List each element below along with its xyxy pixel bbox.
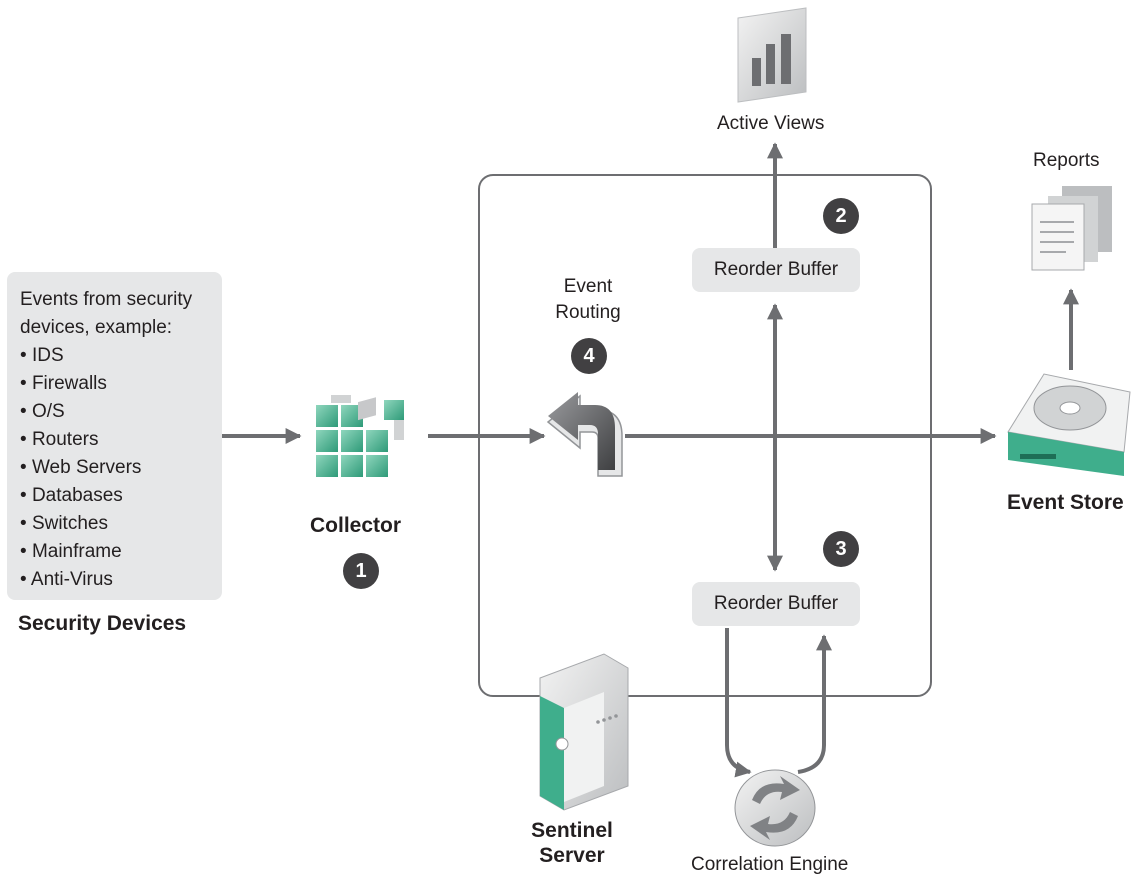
reorder-buffer-bottom: Reorder Buffer: [692, 582, 860, 626]
collector-title: Collector: [310, 514, 402, 537]
list-item: IDS: [20, 342, 222, 370]
list-item: Anti-Virus: [20, 566, 222, 594]
bar-chart-icon: [737, 7, 807, 103]
event-routing-arrow-icon: [546, 392, 623, 477]
report-documents-icon: [1031, 186, 1112, 271]
collector-cubes-icon: [316, 395, 404, 477]
reorder-buffer-top: Reorder Buffer: [692, 248, 860, 292]
arrow-buffer-to-correlation: [725, 628, 752, 778]
security-devices-title: Security Devices: [18, 612, 187, 635]
sentinel-server-title: Sentinel Server: [531, 819, 613, 867]
step-badge-1: 1: [343, 553, 379, 589]
reports-label: Reports: [1033, 150, 1100, 171]
active-views-label: Active Views: [717, 113, 825, 134]
list-item: Firewalls: [20, 370, 222, 398]
security-devices-list: IDS Firewalls O/S Routers Web Servers Da…: [20, 342, 222, 594]
security-devices-intro: Events from security devices, example:: [20, 289, 193, 338]
correlation-engine-label: Correlation Engine: [691, 854, 849, 875]
step-badge-3: 3: [823, 531, 859, 567]
correlation-cycle-icon: [734, 769, 816, 847]
list-item: Switches: [20, 510, 222, 538]
list-item: Routers: [20, 426, 222, 454]
event-routing-label: Event Routing: [555, 276, 621, 323]
event-store-title: Event Store: [1007, 491, 1124, 514]
list-item: Web Servers: [20, 454, 222, 482]
security-devices-box: Events from security devices, example: I…: [7, 272, 222, 600]
arrow-correlation-to-buffer: [797, 634, 832, 774]
hard-disk-icon: [1007, 373, 1131, 476]
list-item: O/S: [20, 398, 222, 426]
step-badge-2: 2: [823, 198, 859, 234]
server-tower-icon: [539, 653, 629, 811]
list-item: Mainframe: [20, 538, 222, 566]
list-item: Databases: [20, 482, 222, 510]
step-badge-4: 4: [571, 338, 607, 374]
